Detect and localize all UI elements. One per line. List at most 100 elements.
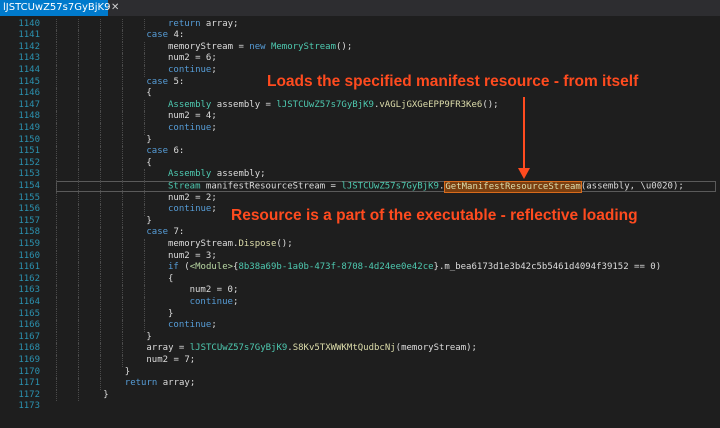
indent-guide bbox=[56, 331, 57, 344]
tab-file[interactable]: lJSTCUwZ57s7GyBjK9 bbox=[0, 0, 111, 16]
indent-guide bbox=[56, 146, 57, 158]
indent-guide bbox=[78, 88, 79, 100]
code-line[interactable]: 1170} bbox=[0, 366, 720, 379]
indent-guide bbox=[100, 250, 101, 263]
code-token: 5: bbox=[168, 76, 185, 87]
code-line[interactable]: 1165} bbox=[0, 308, 720, 321]
indent-guide bbox=[144, 192, 145, 205]
indent-guide bbox=[144, 123, 145, 135]
indent-guide bbox=[144, 53, 145, 65]
line-number: 1161 bbox=[18, 262, 40, 273]
indent-guide bbox=[78, 76, 79, 89]
code-line[interactable]: 1162{ bbox=[0, 273, 720, 286]
line-number: 1170 bbox=[18, 366, 40, 377]
code-line[interactable]: 1157} bbox=[0, 215, 720, 228]
code-line[interactable]: 1150} bbox=[0, 134, 720, 147]
indent-guide bbox=[56, 366, 57, 379]
code-text: { bbox=[146, 158, 151, 170]
indent-guide bbox=[122, 65, 123, 77]
code-line[interactable]: 1167} bbox=[0, 331, 720, 344]
indent-guide bbox=[78, 41, 79, 54]
code-token: 4: bbox=[168, 30, 185, 41]
code-text: continue; bbox=[190, 297, 239, 309]
indent-guide bbox=[100, 227, 101, 239]
close-icon[interactable]: ✕ bbox=[111, 2, 120, 13]
indent-guide bbox=[100, 320, 101, 332]
code-text: if (<Module>{8b38a69b-1a0b-473f-8708-4d2… bbox=[168, 262, 661, 274]
tab-title: lJSTCUwZ57s7GyBjK9 bbox=[3, 2, 111, 13]
indent-guide bbox=[78, 227, 79, 239]
line-number: 1145 bbox=[18, 76, 40, 87]
code-text: num2 = 0; bbox=[190, 285, 239, 297]
code-token: Assembly bbox=[168, 99, 212, 110]
code-text: Stream manifestResourceStream = lJSTCUwZ… bbox=[168, 180, 684, 193]
indent-guide bbox=[56, 134, 57, 147]
line-number: 1148 bbox=[18, 111, 40, 122]
highlighted-method: GetManifestResourceStream bbox=[444, 180, 582, 193]
indent-guide bbox=[56, 355, 57, 367]
indent-guide bbox=[122, 146, 123, 158]
line-number: 1169 bbox=[18, 355, 40, 365]
indent-guide bbox=[78, 366, 79, 379]
code-line[interactable]: 1146{ bbox=[0, 88, 720, 100]
code-line[interactable]: 1173 bbox=[0, 401, 720, 413]
code-token: } bbox=[146, 215, 152, 226]
indent-guide bbox=[100, 65, 101, 77]
text-caret bbox=[444, 181, 446, 191]
code-text: case 5: bbox=[146, 77, 184, 89]
indent-guide bbox=[122, 343, 123, 355]
code-token: return bbox=[124, 378, 158, 389]
line-number: 1173 bbox=[18, 401, 40, 412]
indent-guide bbox=[144, 297, 145, 309]
indent-guide bbox=[56, 262, 57, 274]
annotation-bottom: Resource is a part of the executable - r… bbox=[231, 207, 638, 224]
code-token: } bbox=[146, 134, 152, 145]
code-line[interactable]: 1152{ bbox=[0, 157, 720, 170]
code-line[interactable]: 1172} bbox=[0, 389, 720, 402]
code-line[interactable]: 1161 if (<Module>{8b38a69b-1a0b-473f-8708… bbox=[0, 262, 720, 274]
indent-guide bbox=[56, 389, 57, 402]
code-token: } bbox=[168, 308, 174, 319]
indent-guide bbox=[78, 215, 79, 228]
indent-guide bbox=[56, 273, 57, 286]
indent-guide bbox=[144, 181, 145, 193]
indent-guide bbox=[144, 308, 145, 321]
indent-guide bbox=[144, 169, 145, 181]
code-text: } bbox=[146, 135, 151, 147]
code-token: num2 = 3; bbox=[168, 250, 217, 261]
code-token: } bbox=[146, 331, 152, 342]
indent-guide bbox=[56, 204, 57, 216]
indent-guide bbox=[122, 169, 123, 181]
indent-guide bbox=[78, 343, 79, 355]
code-line[interactable]: 1145 case 5: bbox=[0, 76, 720, 89]
code-token: { bbox=[168, 273, 174, 284]
annotation-arrow-head bbox=[518, 168, 530, 179]
indent-guide bbox=[56, 157, 57, 170]
code-token: 6: bbox=[168, 146, 185, 157]
indent-guide bbox=[78, 123, 79, 135]
indent-guide bbox=[78, 99, 79, 112]
